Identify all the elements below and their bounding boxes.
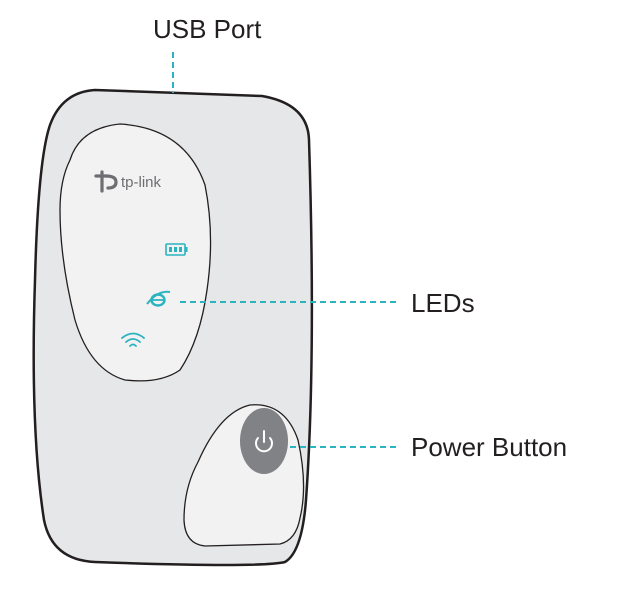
usb-port-label: USB Port bbox=[153, 14, 262, 44]
tp-link-logo: tp-link bbox=[94, 170, 162, 193]
wifi-icon bbox=[121, 332, 145, 347]
internet-icon bbox=[146, 290, 171, 307]
power-icon bbox=[255, 437, 273, 453]
power-button[interactable] bbox=[240, 408, 288, 474]
led-panel bbox=[59, 123, 212, 382]
brand-name: tp-link bbox=[121, 174, 162, 191]
callout-leaders bbox=[172, 52, 400, 448]
leds-label: LEDs bbox=[411, 288, 475, 318]
battery-icon bbox=[165, 243, 188, 256]
power-button-label: Power Button bbox=[411, 432, 568, 462]
